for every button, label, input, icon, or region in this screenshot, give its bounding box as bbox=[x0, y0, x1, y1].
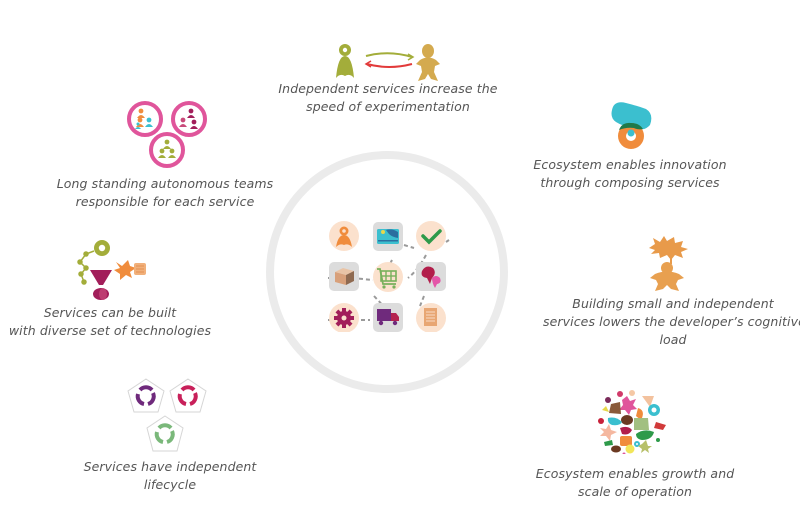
diverse-tech-icon bbox=[77, 240, 146, 300]
caption-cognitive-load: Building small and independent services … bbox=[543, 295, 800, 349]
people-exchange-icon bbox=[336, 44, 440, 81]
caption-line: load bbox=[659, 332, 687, 347]
caption-line: Ecosystem enables growth and bbox=[535, 466, 735, 481]
tile-person bbox=[329, 221, 359, 251]
team-2 bbox=[179, 108, 198, 129]
tile-chat-bubble bbox=[416, 262, 446, 291]
caption-teams: Long standing autonomous teams responsib… bbox=[40, 175, 290, 211]
caption-line: Services can be built bbox=[43, 305, 177, 320]
caption-growth: Ecosystem enables growth and scale of op… bbox=[520, 465, 750, 501]
caption-line: through composing services bbox=[540, 175, 720, 190]
tile-document bbox=[416, 303, 446, 332]
service-tiles-cluster bbox=[328, 221, 450, 332]
caption-line: scale of operation bbox=[577, 484, 693, 499]
team-1 bbox=[135, 108, 153, 129]
recycle-pentagons-icon bbox=[127, 378, 207, 452]
relieved-developer-icon bbox=[649, 236, 688, 291]
tile-box bbox=[329, 262, 359, 291]
caption-line: speed of experimentation bbox=[306, 99, 470, 114]
team-circles-icon bbox=[127, 101, 207, 168]
caption-experimentation: Independent services increase the speed … bbox=[268, 80, 508, 116]
team-3 bbox=[158, 139, 176, 158]
tile-truck bbox=[373, 303, 403, 332]
tile-credit-card bbox=[373, 222, 403, 251]
tile-gear bbox=[329, 303, 359, 332]
tile-checkmark bbox=[416, 221, 446, 251]
caption-line: with diverse set of technologies bbox=[8, 323, 212, 338]
caption-line: services lowers the developer’s cognitiv… bbox=[543, 314, 800, 329]
caption-technologies: Services can be built with diverse set o… bbox=[0, 304, 220, 340]
caption-line: Services have independent bbox=[83, 459, 257, 474]
ecosystem-ring bbox=[266, 151, 508, 393]
caption-line: Independent services increase the bbox=[278, 81, 498, 96]
composing-shapes-icon bbox=[611, 102, 652, 149]
tile-shopping-cart bbox=[373, 262, 403, 292]
caption-line: Long standing autonomous teams bbox=[56, 176, 274, 191]
caption-line: lifecycle bbox=[143, 477, 197, 492]
caption-lifecycle: Services have independent lifecycle bbox=[70, 458, 270, 494]
many-shapes-icon bbox=[598, 390, 666, 454]
caption-line: Ecosystem enables innovation bbox=[533, 157, 727, 172]
caption-line: responsible for each service bbox=[75, 194, 255, 209]
caption-innovation: Ecosystem enables innovation through com… bbox=[525, 156, 735, 192]
caption-line: Building small and independent bbox=[572, 296, 774, 311]
